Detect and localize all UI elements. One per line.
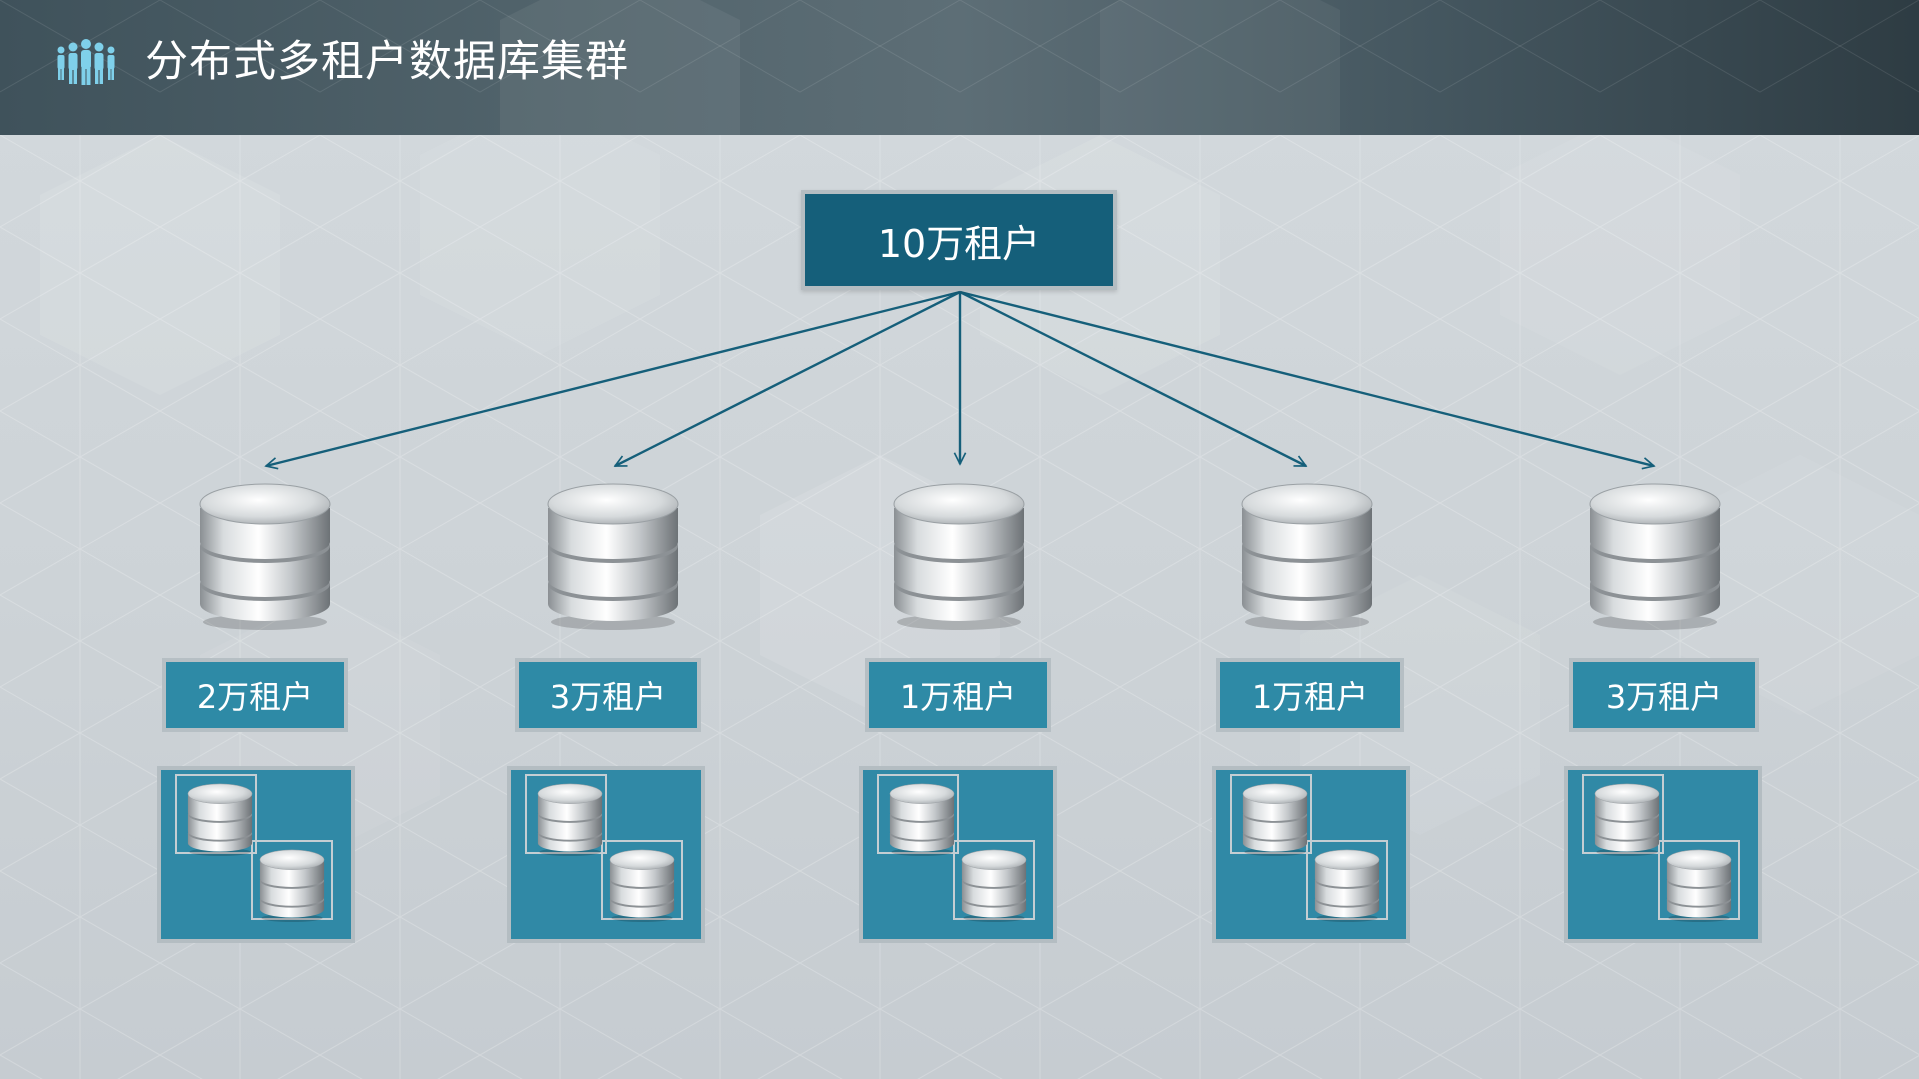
node-4-label: 1万租户 bbox=[1216, 658, 1404, 732]
database-icon bbox=[1238, 472, 1376, 630]
people-group-icon bbox=[57, 39, 115, 85]
node-5-cluster bbox=[1564, 766, 1762, 943]
header-bar: 分布式多租户数据库集群 bbox=[0, 0, 1919, 135]
node-3-label: 1万租户 bbox=[865, 658, 1051, 732]
root-tenant-box: 10万租户 bbox=[801, 190, 1117, 290]
database-icon bbox=[1586, 472, 1724, 630]
database-icon bbox=[887, 778, 957, 856]
node-5-label: 3万租户 bbox=[1569, 658, 1759, 732]
database-icon bbox=[257, 844, 327, 922]
database-icon bbox=[1664, 844, 1734, 922]
database-icon bbox=[1312, 844, 1382, 922]
node-1-label: 2万租户 bbox=[162, 658, 348, 732]
database-icon bbox=[890, 472, 1028, 630]
database-icon bbox=[959, 844, 1029, 922]
node-1-cluster bbox=[157, 766, 355, 943]
database-icon bbox=[196, 472, 334, 630]
node-4-cluster bbox=[1212, 766, 1410, 943]
database-icon bbox=[185, 778, 255, 856]
database-icon bbox=[544, 472, 682, 630]
database-icon bbox=[1592, 778, 1662, 856]
database-icon bbox=[535, 778, 605, 856]
slide-title: 分布式多租户数据库集群 bbox=[145, 37, 629, 87]
node-2-label: 3万租户 bbox=[515, 658, 701, 732]
header-pattern bbox=[0, 0, 1919, 135]
database-icon bbox=[1240, 778, 1310, 856]
database-icon bbox=[607, 844, 677, 922]
node-2-cluster bbox=[507, 766, 705, 943]
node-3-cluster bbox=[859, 766, 1057, 943]
